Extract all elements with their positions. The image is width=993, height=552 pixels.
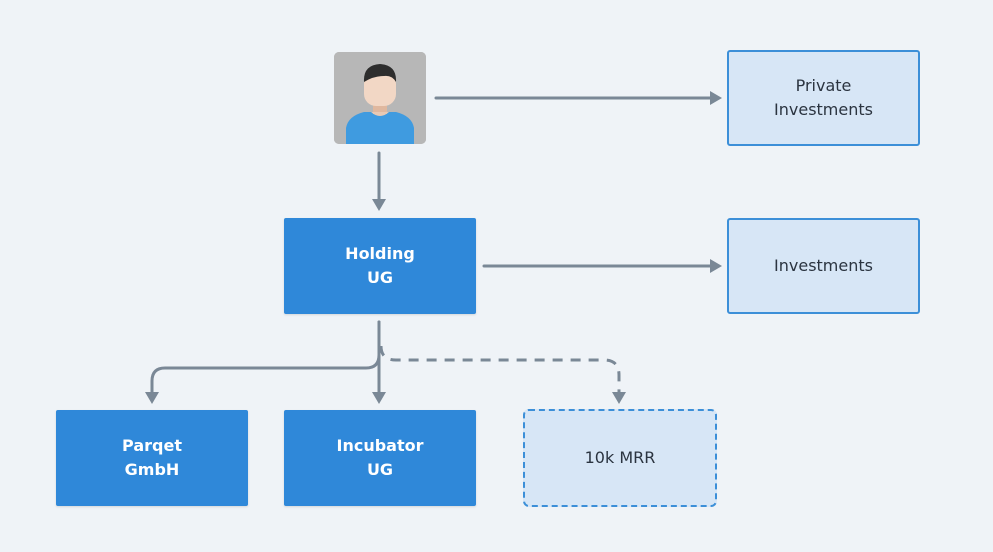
- mrr-label: 10k MRR: [584, 448, 656, 467]
- arrow-holding-to-incubator: [372, 320, 386, 404]
- incubator-ug-node: Incubator UG: [284, 410, 476, 506]
- parqet-label-line2: GmbH: [124, 460, 180, 479]
- arrow-holding-to-parqet: [145, 320, 381, 404]
- person-avatar-icon: [334, 52, 426, 144]
- incubator-label-line2: UG: [366, 460, 394, 479]
- mrr-goal-node: 10k MRR: [523, 409, 717, 507]
- parqet-gmbh-node: Parqet GmbH: [56, 410, 248, 506]
- private-investments-node: Private Investments: [727, 50, 920, 146]
- holding-ug-node: Holding UG: [284, 218, 476, 314]
- private-investments-label-line2: Investments: [774, 100, 873, 119]
- holding-label-line2: UG: [366, 268, 394, 287]
- arrow-avatar-to-holding: [372, 151, 386, 211]
- holding-label-line1: Holding: [345, 244, 415, 263]
- private-investments-label-line1: Private: [795, 76, 852, 95]
- parqet-label-line1: Parqet: [122, 436, 182, 455]
- incubator-label-line1: Incubator: [336, 436, 424, 455]
- arrow-holding-to-mrr-dashed: [379, 345, 626, 404]
- arrow-avatar-to-private-investments: [434, 91, 722, 105]
- investments-node: Investments: [727, 218, 920, 314]
- investments-label: Investments: [774, 256, 873, 275]
- arrow-holding-to-investments: [482, 259, 722, 273]
